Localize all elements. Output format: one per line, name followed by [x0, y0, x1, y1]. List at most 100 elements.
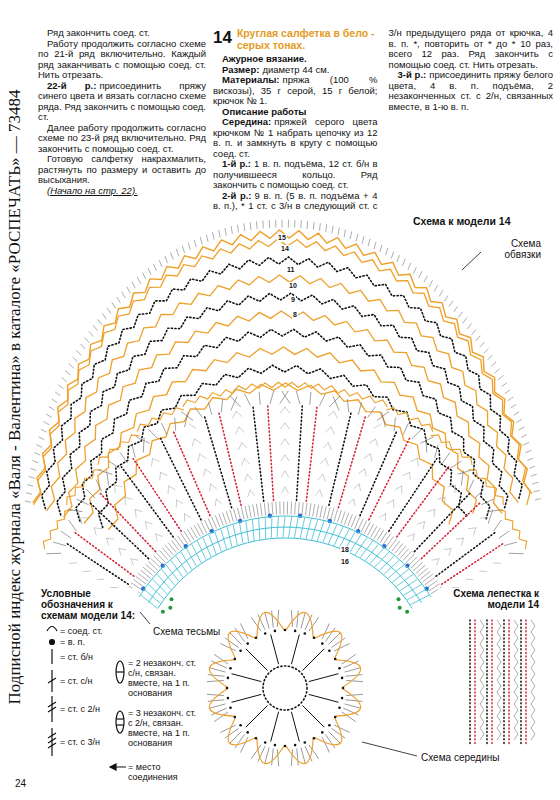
- petal-fan: [403, 424, 408, 435]
- petal-fan: [330, 396, 340, 406]
- petal-scheme-chain: [525, 620, 527, 745]
- middle-fan: [346, 700, 362, 702]
- legend-text: = соед. ст.: [60, 626, 103, 636]
- petal-tip-chain: [67, 470, 102, 505]
- scheme-caption: Схема к модели 14: [412, 216, 512, 228]
- petal-stitch: [480, 571, 487, 572]
- petal-tip-chain: [431, 435, 473, 465]
- stitch-tick: [215, 516, 220, 527]
- petal-chain: [121, 467, 173, 537]
- stitch-tick: [226, 512, 230, 523]
- petal-stitch: [413, 534, 414, 541]
- edge-stitch: [262, 221, 263, 228]
- tr-bar: [48, 707, 56, 712]
- petal-fan: [109, 461, 119, 468]
- petal-stitch: [215, 499, 216, 506]
- leader-line: [140, 612, 150, 624]
- petal-stitch: [418, 522, 425, 524]
- petal-fan: [310, 392, 311, 404]
- petal-stitch: [97, 579, 104, 580]
- middle-scallop: [209, 689, 234, 716]
- tape-stitch: [306, 519, 311, 539]
- petal-stitch: [131, 559, 138, 560]
- dtr-bar: [48, 738, 56, 743]
- edge-stitch: [356, 234, 358, 241]
- stitch-tick: [249, 506, 251, 518]
- legend-text: = ст. с/н: [60, 676, 92, 686]
- edge-stitch: [439, 291, 442, 297]
- petal-stitch: [387, 500, 393, 503]
- middle-fan: [335, 725, 350, 732]
- edge-stitch: [112, 303, 116, 308]
- petal-fan: [259, 392, 260, 404]
- petal-tip-chain: [386, 408, 433, 432]
- petal-fan: [69, 520, 76, 530]
- edge-stitch: [534, 491, 539, 492]
- stitch-tick: [327, 508, 330, 520]
- petal-fan: [482, 499, 493, 504]
- chain-dot: [239, 724, 242, 727]
- edge-stitch: [29, 477, 34, 479]
- middle-fan: [347, 680, 363, 681]
- petal-stitch: [239, 443, 242, 450]
- chain-dot: [321, 731, 324, 734]
- dtr-symbol: [51, 728, 52, 756]
- page-number: 24: [14, 778, 27, 789]
- middle-fan: [241, 738, 248, 753]
- tape-end-dot: [405, 610, 409, 614]
- middle-fan: [297, 611, 299, 627]
- tape-stitch: [227, 527, 232, 547]
- petal-stitch: [161, 472, 168, 475]
- petal-stitch: [107, 538, 109, 545]
- chain-dot: [255, 737, 258, 740]
- stitch-tick: [149, 562, 158, 570]
- petal-stitch: [359, 469, 365, 473]
- title: Круглая салфетка в бело - серых тонах.: [237, 27, 375, 51]
- paragraph: Материалы:пряжа (100 % вискозы), 35 г се…: [213, 75, 378, 107]
- edge-stitch: [511, 405, 516, 408]
- edge-stitch: [41, 429, 46, 432]
- petal-stitch: [326, 427, 332, 432]
- stitch-tick: [313, 504, 315, 516]
- chain-dot: [341, 677, 344, 680]
- stitch-tick: [309, 504, 311, 516]
- stitch-tick: [245, 506, 248, 518]
- tape-stitch: [240, 523, 243, 543]
- body-text: (Начало на стр. 22).: [47, 185, 138, 196]
- mesh-row: [34, 239, 531, 505]
- petal-chain: [268, 404, 274, 501]
- middle-fan: [326, 735, 335, 748]
- petal-fan: [54, 542, 66, 545]
- petal-fan: [421, 437, 434, 443]
- chain-dot: [328, 724, 331, 727]
- petal-fan: [394, 418, 395, 431]
- petal-stitch: [233, 411, 237, 418]
- edge-stitch: [526, 450, 531, 452]
- tape-stitch: [265, 518, 266, 538]
- body-text: Описание работы: [222, 106, 306, 117]
- edge-stitch: [219, 230, 220, 237]
- petal-chain: [306, 405, 317, 501]
- stitch-tick: [324, 507, 327, 519]
- paragraph: Готовую салфетку накрахмалить, растянуть…: [38, 154, 206, 186]
- edge-stitch: [459, 312, 463, 317]
- edge-stitch: [93, 326, 97, 331]
- petal-stitch: [285, 471, 289, 477]
- petal-fan: [333, 397, 339, 410]
- petal-stitch: [242, 443, 247, 448]
- tape-end-dot: [168, 606, 172, 610]
- tape-stitch: [283, 517, 285, 537]
- stitch-tick: [208, 519, 213, 530]
- petal-fan: [368, 407, 375, 417]
- petal-stitch: [326, 459, 329, 466]
- petal-tip-chain: [468, 470, 503, 505]
- chain-dot: [227, 697, 230, 700]
- petal-stitch: [119, 549, 126, 550]
- chain-dot: [321, 642, 324, 645]
- petal-stitch: [354, 499, 355, 506]
- petal-stitch: [69, 562, 76, 564]
- petal-stitch: [349, 499, 354, 504]
- edge-stitch: [89, 332, 93, 337]
- chain-dot: [334, 716, 337, 719]
- petal-tip-chain: [183, 390, 233, 407]
